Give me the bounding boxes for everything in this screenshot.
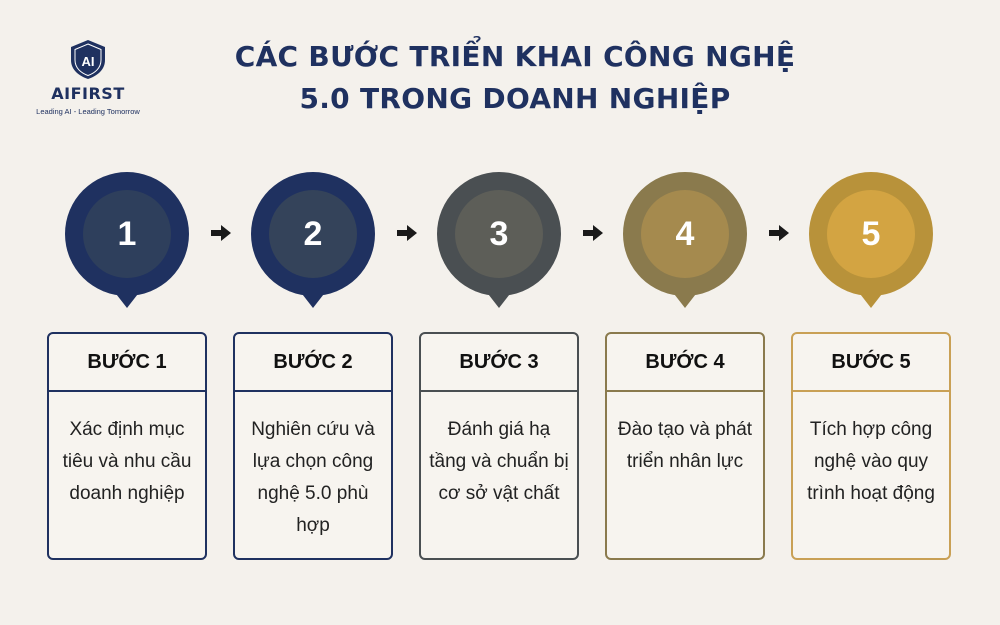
pin-marker-icon <box>437 172 561 308</box>
step-1-pin: 1 <box>64 172 190 308</box>
step-5-pin: 5 <box>808 172 934 308</box>
title-line-1: CÁC BƯỚC TRIỂN KHAI CÔNG NGHỆ <box>234 40 796 73</box>
arrow-right-icon <box>769 225 789 241</box>
step-2-number: 2 <box>303 214 323 253</box>
step-3-number: 3 <box>489 214 509 253</box>
logo-mark: AI <box>82 54 95 69</box>
step-4-label: BƯỚC 4 <box>607 334 763 392</box>
step-3-label: BƯỚC 3 <box>421 334 577 392</box>
step-2-text: Nghiên cứu và lựa chọn công nghệ 5.0 phù… <box>251 419 375 536</box>
step-5-text: Tích hợp công nghệ vào quy trình hoạt độ… <box>807 419 935 504</box>
step-1-label: BƯỚC 1 <box>49 334 205 392</box>
logo: AI AIFIRST Leading AI - Leading Tomorrow <box>28 38 148 116</box>
step-2-label: BƯỚC 2 <box>235 334 391 392</box>
logo-tagline: Leading AI - Leading Tomorrow <box>36 107 140 116</box>
title-line-2: 5.0 TRONG DOANH NGHIỆP <box>299 82 731 115</box>
step-1-number: 1 <box>117 214 137 253</box>
step-1-text: Xác định mục tiêu và nhu cầu doanh nghiệ… <box>62 419 192 504</box>
pin-marker-icon <box>65 172 189 308</box>
step-1-card: BƯỚC 1 Xác định mục tiêu và nhu cầu doan… <box>47 332 207 560</box>
step-5-card: BƯỚC 5 Tích hợp công nghệ vào quy trình … <box>791 332 951 560</box>
arrow-right-icon <box>583 225 603 241</box>
step-5-number: 5 <box>861 214 881 253</box>
step-5-label: BƯỚC 5 <box>793 334 949 392</box>
arrow-right-icon <box>397 225 417 241</box>
shield-logo-icon: AI <box>71 40 105 79</box>
logo-name: AIFIRST <box>51 84 125 103</box>
step-3-card: BƯỚC 3 Đánh giá hạ tầng và chuẩn bị cơ s… <box>419 332 579 560</box>
step-2-card: BƯỚC 2 Nghiên cứu và lựa chọn công nghệ … <box>233 332 393 560</box>
step-2-pin: 2 <box>250 172 376 308</box>
step-4-card: BƯỚC 4 Đào tạo và phát triển nhân lực <box>605 332 765 560</box>
pin-marker-icon <box>809 172 933 308</box>
step-4-number: 4 <box>675 214 695 253</box>
arrow-right-icon <box>211 225 231 241</box>
step-4-text: Đào tạo và phát triển nhân lực <box>617 419 753 472</box>
page-title: CÁC BƯỚC TRIỂN KHAI CÔNG NGHỆ 5.0 TRONG … <box>170 36 860 120</box>
step-3-pin: 3 <box>436 172 562 308</box>
step-4-pin: 4 <box>622 172 748 308</box>
pin-marker-icon <box>251 172 375 308</box>
step-3-text: Đánh giá hạ tầng và chuẩn bị cơ sở vật c… <box>429 419 569 504</box>
pin-marker-icon <box>623 172 747 308</box>
